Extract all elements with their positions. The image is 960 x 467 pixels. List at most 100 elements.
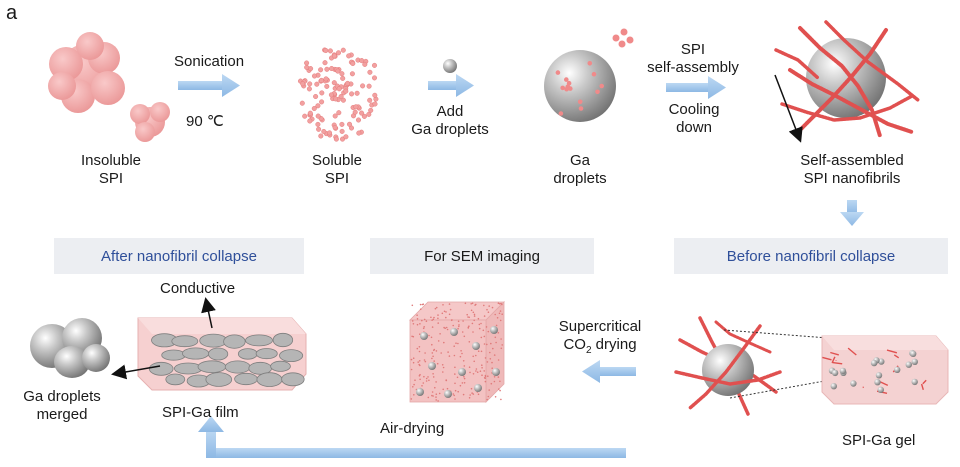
sem-speckle xyxy=(446,328,449,331)
sem-speckle xyxy=(494,313,497,316)
sem-speckle xyxy=(449,308,452,311)
sem-speckle xyxy=(497,302,500,305)
sem-speckle xyxy=(499,303,501,305)
sem-speckle xyxy=(432,373,434,375)
sem-speckle xyxy=(424,360,427,363)
sem-speckle xyxy=(410,368,413,371)
sem-speckle xyxy=(472,311,475,314)
protein-dot xyxy=(349,91,355,97)
gel-ga-particle xyxy=(875,372,883,379)
film-ga-oval xyxy=(256,372,283,387)
protein-dot xyxy=(372,92,378,98)
sem-speckle xyxy=(416,314,418,317)
co2-suffix: drying xyxy=(591,336,637,353)
sem-speckle xyxy=(459,384,462,387)
sem-speckle xyxy=(469,371,471,374)
gel-ga-particle xyxy=(870,359,878,367)
protein-dot xyxy=(353,104,359,110)
sem-speckle xyxy=(461,382,464,384)
sem-speckle xyxy=(418,363,421,366)
sem-pore xyxy=(490,326,498,334)
soluble-spi-label: Soluble SPI xyxy=(292,152,382,188)
protein-dot xyxy=(366,83,372,89)
sem-speckle xyxy=(423,318,426,321)
ga-droplet-icon xyxy=(544,28,634,122)
nanofibril xyxy=(774,48,820,80)
sem-speckle xyxy=(480,336,483,339)
sem-speckle xyxy=(445,316,447,319)
film-ga-oval xyxy=(234,372,258,386)
nanofibril xyxy=(688,324,762,410)
protein-dot xyxy=(372,62,378,68)
film-ga-oval xyxy=(161,349,186,361)
sem-speckle xyxy=(470,303,473,305)
spi-ga-film-icon xyxy=(137,297,307,391)
sem-speckle xyxy=(462,393,465,396)
sem-speckle xyxy=(463,365,466,367)
co2-subscript: 2 xyxy=(585,345,592,356)
sem-speckle xyxy=(500,398,502,401)
before-collapse-box: Before nanofibril collapse xyxy=(674,238,948,274)
sem-speckle xyxy=(448,303,451,305)
gel-fibril xyxy=(922,379,927,385)
nanofibril xyxy=(788,68,914,134)
protein-dot xyxy=(591,71,597,77)
sem-speckle xyxy=(434,386,436,389)
film-ga-oval xyxy=(281,372,305,387)
cooling-down-label: Cooling down xyxy=(654,101,734,137)
sem-speckle xyxy=(471,302,474,305)
sem-speckle xyxy=(473,315,476,317)
gel-ga-particle xyxy=(831,369,839,377)
protein-dot xyxy=(340,97,346,103)
sem-speckle xyxy=(432,376,435,378)
protein-dot xyxy=(339,71,345,77)
sem-speckle xyxy=(435,350,438,352)
sem-speckle xyxy=(411,304,414,307)
protein-dot xyxy=(312,73,318,79)
insoluble-spi-label: Insoluble SPI xyxy=(66,152,156,188)
nanofibrils-line1: Self-assembled xyxy=(800,152,904,169)
protein-dot xyxy=(360,83,366,89)
sem-speckle xyxy=(472,373,475,375)
protein-dot xyxy=(315,121,321,127)
sonication-arrow-icon xyxy=(178,74,240,97)
sem-speckle xyxy=(434,307,437,310)
protein-dot xyxy=(332,113,338,119)
sem-speckle xyxy=(483,370,486,372)
protein-dot xyxy=(333,136,339,142)
sem-speckle xyxy=(497,332,500,334)
film-ga-oval xyxy=(255,348,278,360)
film-ga-oval xyxy=(165,373,186,386)
sem-speckle xyxy=(478,327,481,330)
sem-pore xyxy=(450,328,458,336)
protein-dot xyxy=(356,130,362,136)
panel-letter: a xyxy=(6,2,18,24)
sonication-label: Sonication xyxy=(174,53,245,70)
sem-speckle xyxy=(468,341,471,343)
sem-speckle xyxy=(468,316,471,319)
sem-speckle xyxy=(491,361,493,364)
sem-speckle xyxy=(458,325,460,328)
protein-dot xyxy=(577,99,583,105)
sem-speckle xyxy=(487,375,489,378)
sem-speckle xyxy=(412,361,415,364)
protein-dot xyxy=(321,128,327,134)
sem-speckle xyxy=(439,333,441,335)
protein-dot xyxy=(318,133,324,139)
sem-speckle xyxy=(427,376,429,378)
protein-dot xyxy=(318,67,324,73)
sem-pore xyxy=(474,384,482,392)
sem-speckle xyxy=(472,331,474,333)
sem-speckle xyxy=(473,319,476,322)
film-ga-oval xyxy=(272,332,294,348)
sem-speckle xyxy=(483,335,486,338)
sem-speckle xyxy=(500,338,502,340)
sem-speckle xyxy=(455,342,457,345)
gel-ga-particle xyxy=(877,386,884,393)
ga-merged-line2: merged xyxy=(36,406,88,423)
protein-dot xyxy=(340,136,346,142)
sem-speckle xyxy=(419,378,421,381)
sem-speckle xyxy=(453,354,456,357)
protein-dot xyxy=(332,124,338,130)
sem-speckle xyxy=(423,326,426,328)
